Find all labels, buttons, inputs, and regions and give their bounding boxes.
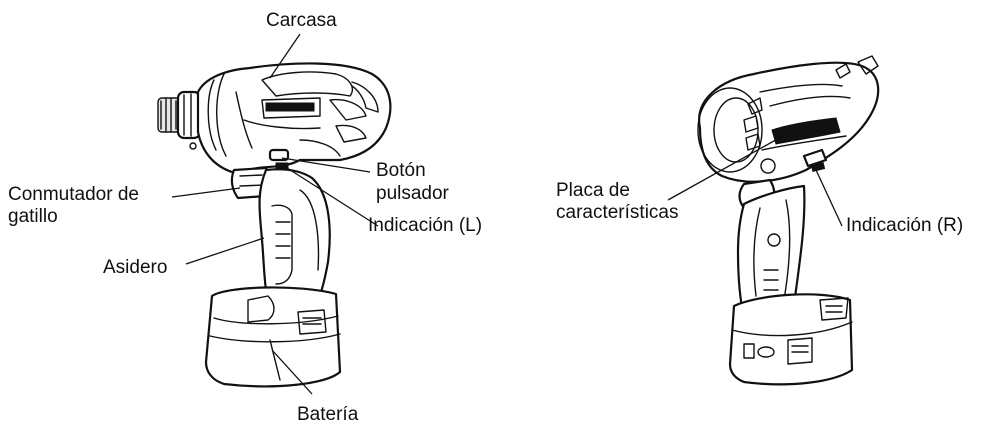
tool-right-view [697,55,880,386]
rotation-indicator-r [810,162,826,172]
housing-body-right [698,61,880,183]
tool-left-view [157,62,392,388]
push-button-right [802,148,828,168]
label-trigger-line1: Conmutador de [8,184,139,205]
push-button-left [268,148,290,162]
housing-body [196,62,392,174]
label-nameplate-line1: Placa de [556,180,630,201]
label-trigger-line2: gatillo [8,206,58,227]
label-housing: Carcasa [266,10,337,31]
label-nameplate-line2: características [556,202,679,223]
label-push-button-line1: Botón [376,160,426,181]
label-grip: Asidero [103,257,168,278]
grip-left [258,168,331,306]
leader-lines [171,33,843,395]
nameplate-window [771,117,841,145]
battery-left [204,286,342,388]
label-indicator-right: Indicación (R) [846,215,964,236]
label-push-button-line2: pulsador [376,183,449,204]
chuck [157,90,202,140]
label-battery: Batería [297,404,359,425]
label-indicator-left: Indicación (L) [368,215,483,236]
